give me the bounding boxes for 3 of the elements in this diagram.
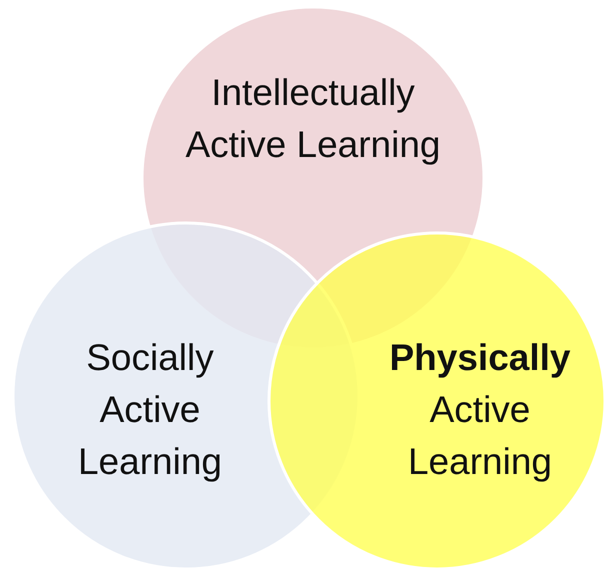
circle-label: Socially Active Learning <box>76 336 223 484</box>
circle-label: Physically Active Learning <box>388 336 572 484</box>
circle-label: Intellectually Active Learning <box>184 71 442 167</box>
